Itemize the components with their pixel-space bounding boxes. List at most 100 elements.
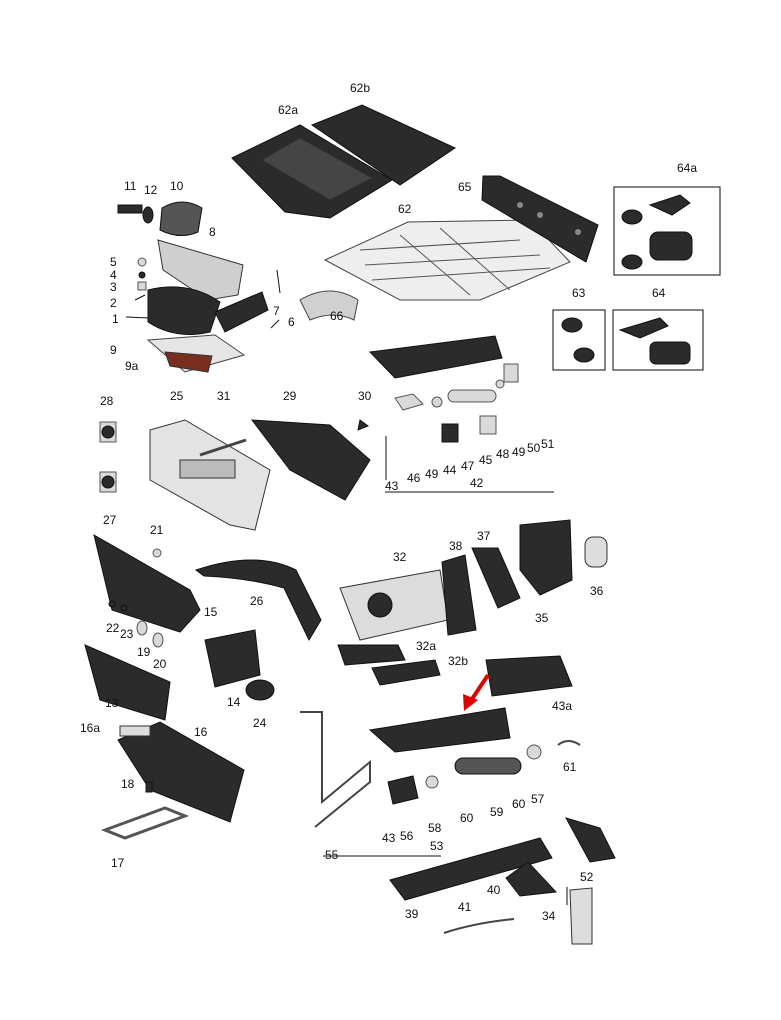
label-15: 15 (204, 605, 218, 619)
label-53: 53 (430, 839, 444, 853)
part-15-panel (93, 533, 201, 633)
label-58: 58 (428, 821, 442, 835)
label-21: 21 (150, 523, 164, 537)
label-7: 7 (273, 304, 280, 318)
box-63 (552, 309, 606, 371)
label-41: 41 (458, 900, 472, 914)
label-14: 14 (227, 695, 241, 709)
part-7-panel (214, 291, 269, 333)
label-50: 50 (527, 441, 541, 455)
part-41-rod (443, 918, 515, 934)
part-35 (519, 519, 573, 596)
label-66: 66 (330, 309, 344, 323)
label-32b: 32b (448, 654, 469, 668)
box-64 (612, 309, 704, 371)
part-30-clip (357, 419, 370, 431)
part-24-plug (245, 679, 275, 701)
label-60: 60 (460, 811, 474, 825)
label-17: 17 (111, 856, 125, 870)
leader-lines (125, 269, 568, 905)
label-19: 19 (137, 645, 151, 659)
part-57 (526, 744, 542, 760)
part-56 (387, 775, 419, 805)
label-65: 65 (458, 180, 472, 194)
label-61: 61 (563, 760, 577, 774)
label-39: 39 (405, 907, 419, 921)
label-34: 34 (542, 909, 556, 923)
label-59: 59 (490, 805, 504, 819)
label-52: 52 (580, 870, 594, 884)
part-32-panel (339, 569, 449, 641)
part-43-sill-lower (368, 707, 511, 753)
part-39-panel (389, 837, 553, 901)
part-18-bolt (145, 781, 153, 793)
label-18: 18 (121, 777, 135, 791)
label-49b: 49 (512, 445, 526, 459)
label-9: 9 (110, 343, 117, 357)
parts-10-11-12 (117, 201, 203, 236)
label-8: 8 (209, 225, 216, 239)
label-30: 30 (358, 389, 372, 403)
part-26-rail (194, 559, 322, 642)
part-55-tube (300, 711, 371, 828)
label-16: 16 (194, 725, 208, 739)
label-22: 22 (106, 621, 120, 635)
label-36: 36 (590, 584, 604, 598)
part-62b-floor-panel (310, 104, 457, 186)
label-4: 4 (110, 268, 117, 282)
label-43a: 43a (552, 699, 573, 713)
label-43: 43 (385, 479, 399, 493)
label-6: 6 (288, 315, 295, 329)
label-25: 25 (170, 389, 184, 403)
part-31-rod (199, 438, 247, 457)
part-61-hose (557, 740, 581, 746)
label-42: 42 (470, 476, 484, 490)
part-17-bracket (100, 806, 190, 840)
label-62: 62 (398, 202, 412, 216)
part-14-panel (204, 629, 261, 688)
label-47: 47 (461, 459, 475, 473)
part-21-nut (152, 548, 162, 558)
label-38: 38 (449, 539, 463, 553)
label-3: 3 (110, 280, 117, 294)
part-16-panel (117, 721, 245, 823)
label-13: 13 (105, 696, 119, 710)
label-43b: 43 (382, 831, 396, 845)
label-49: 49 (425, 467, 439, 481)
part-40 (505, 861, 558, 897)
part-13-panel (84, 644, 171, 721)
label-20: 20 (153, 657, 167, 671)
label-27: 27 (103, 513, 117, 527)
red-arrow-indicator (463, 673, 490, 711)
label-35: 35 (535, 611, 549, 625)
hardware-2-5 (134, 257, 147, 301)
label-29: 29 (283, 389, 297, 403)
label-2: 2 (110, 296, 117, 310)
part-43-sill-upper (368, 335, 503, 379)
part-32b (371, 659, 441, 686)
label-23: 23 (120, 627, 134, 641)
part-43a (485, 655, 573, 697)
box-64a (613, 186, 721, 276)
label-57: 57 (531, 792, 545, 806)
part-9-tray (146, 334, 246, 373)
label-51: 51 (541, 437, 555, 451)
label-32: 32 (393, 550, 407, 564)
label-9a: 9a (125, 359, 139, 373)
part-29-panel (250, 419, 371, 501)
part-52 (564, 817, 616, 863)
label-44: 44 (443, 463, 457, 477)
part-62-floor-pan (323, 219, 571, 301)
label-28: 28 (100, 394, 114, 408)
label-5: 5 (110, 255, 117, 269)
part-62a-floor-panel (231, 124, 393, 219)
label-64a: 64a (677, 161, 698, 175)
label-56: 56 (400, 829, 414, 843)
label-45: 45 (479, 453, 493, 467)
label-24: 24 (253, 716, 267, 730)
part-58 (425, 775, 439, 789)
part-16a (119, 725, 151, 737)
label-48: 48 (496, 447, 510, 461)
label-16a: 16a (80, 721, 101, 735)
